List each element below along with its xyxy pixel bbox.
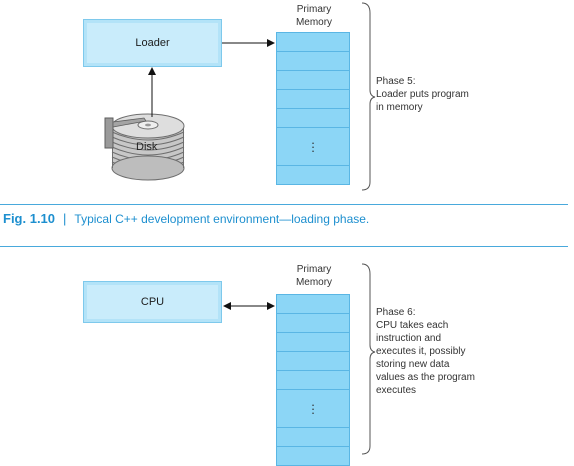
- phase6-brace: [361, 263, 376, 455]
- memory-cell: [277, 166, 349, 184]
- bottom-arrows: [223, 263, 376, 455]
- phase-line: Phase 6:: [376, 307, 416, 318]
- figure-caption: Fig. 1.10 | Typical C++ development enviro…: [3, 211, 369, 226]
- phase5-description: Phase 5: Loader puts program in memory: [376, 75, 469, 114]
- phase-line: executes it, possibly: [376, 346, 466, 357]
- primary-memory: ···: [276, 294, 350, 466]
- memory-cell: [277, 352, 349, 371]
- cpu-box: CPU: [83, 281, 222, 323]
- phase-line: executes: [376, 385, 417, 396]
- memory-title-line: Memory: [295, 277, 333, 288]
- memory-title-line: Memory: [295, 17, 333, 28]
- loader-box: Loader: [83, 19, 222, 67]
- memory-title-line: Primary: [296, 4, 332, 15]
- phase-line: Loader puts program: [376, 89, 469, 100]
- primary-memory-title: Primary Memory: [279, 3, 349, 29]
- disk-icon: [104, 113, 185, 181]
- phase6-description: Phase 6: CPU takes each instruction and …: [376, 306, 475, 397]
- figure-number: Fig. 1.10: [3, 211, 56, 226]
- memory-cell: ···: [277, 128, 349, 166]
- top-arrows: [148, 2, 376, 191]
- primary-memory: ···: [276, 32, 350, 185]
- caption-bottom-rule: [0, 246, 568, 247]
- memory-cell: [277, 447, 349, 465]
- phase5-brace: [361, 2, 376, 191]
- phase-line: storing new data: [376, 359, 450, 370]
- memory-cell: [277, 314, 349, 333]
- memory-cell: [277, 371, 349, 390]
- phase-line: instruction and: [376, 333, 442, 344]
- phase-line: in memory: [376, 102, 423, 113]
- memory-cell: [277, 52, 349, 71]
- disk-label: Disk: [136, 141, 158, 153]
- memory-cell: [277, 90, 349, 109]
- phase-line: values as the program: [376, 372, 475, 383]
- disk-arm: [104, 117, 147, 149]
- loader-label: Loader: [135, 37, 170, 49]
- vertical-ellipsis-icon: ···: [310, 134, 316, 158]
- memory-title-line: Primary: [296, 264, 332, 275]
- memory-cell: [277, 295, 349, 314]
- memory-cell: [277, 71, 349, 90]
- vertical-ellipsis-icon: ···: [310, 396, 316, 420]
- caption-top-rule: [0, 204, 568, 205]
- memory-cell: [277, 333, 349, 352]
- memory-cell: [277, 33, 349, 52]
- caption-text: Typical C++ development environment—load…: [74, 212, 370, 226]
- primary-memory-title: Primary Memory: [279, 263, 349, 289]
- phase-line: CPU takes each: [376, 320, 449, 331]
- memory-cell: [277, 109, 349, 128]
- cpu-label: CPU: [140, 296, 165, 308]
- memory-cell: ···: [277, 390, 349, 428]
- memory-cell: [277, 428, 349, 447]
- caption-separator: |: [63, 211, 67, 226]
- phase-line: Phase 5:: [376, 76, 416, 87]
